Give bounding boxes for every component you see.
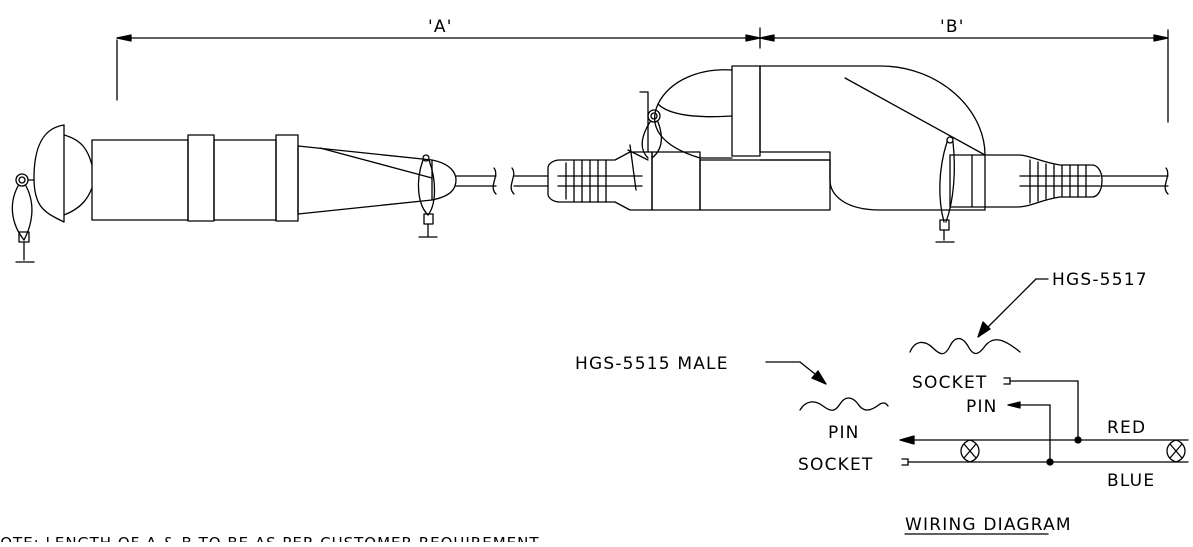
dimension-b-label: 'B' xyxy=(940,17,965,37)
cable-left-segment xyxy=(455,167,549,195)
strain-relief-right xyxy=(935,136,1103,243)
blue-wire-label: BLUE xyxy=(1107,471,1155,491)
wiring-diagram-title: WIRING DIAGRAM xyxy=(905,515,1072,535)
dimension-a xyxy=(116,27,761,101)
wiring-diagram xyxy=(765,278,1189,535)
pin-left-label: PIN xyxy=(828,423,860,443)
hgs-5517-label: HGS-5517 xyxy=(1052,270,1148,290)
cable-right-segment xyxy=(1101,167,1169,195)
strain-relief-left xyxy=(547,151,653,211)
dimension-a-label: 'A' xyxy=(428,17,453,37)
male-connector-left xyxy=(11,124,457,263)
hgs-5515-label: HGS-5515 MALE xyxy=(575,354,729,374)
pin-right-label: PIN xyxy=(966,397,998,417)
length-note: NOTE: LENGTH OF A & B TO BE AS PER CUSTO… xyxy=(0,534,544,542)
dimension-b xyxy=(759,29,1169,123)
red-wire-label: RED xyxy=(1107,418,1146,438)
socket-left-label: SOCKET xyxy=(798,455,874,475)
socket-housing xyxy=(627,65,986,211)
socket-right-label: SOCKET xyxy=(912,373,988,393)
